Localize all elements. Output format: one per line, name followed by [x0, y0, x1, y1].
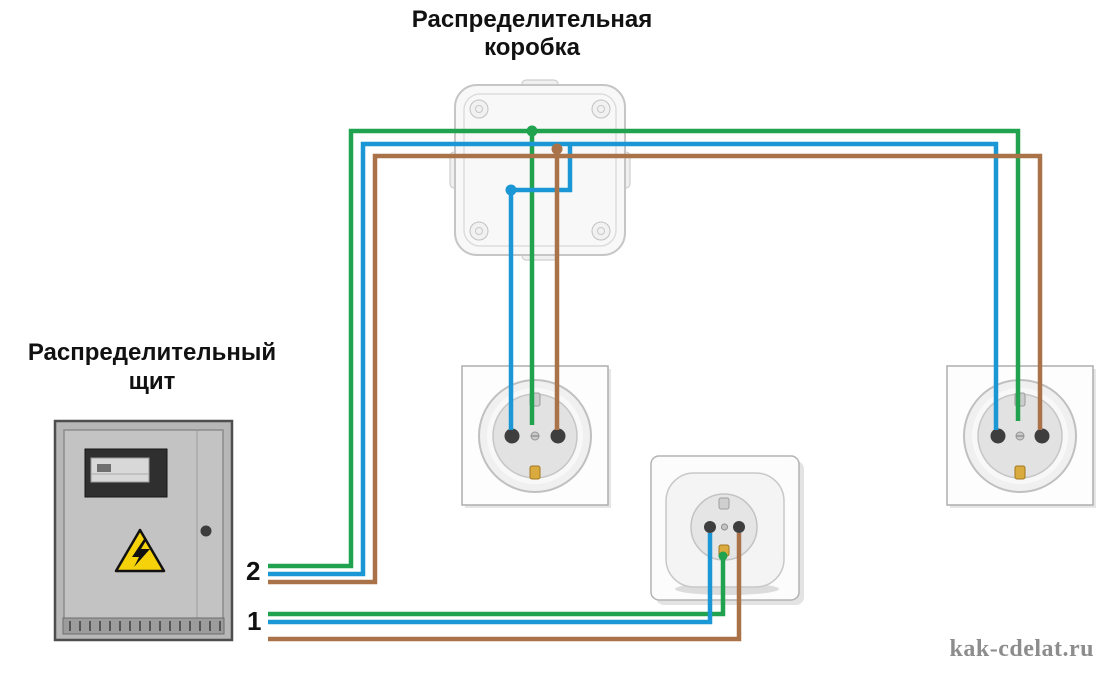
junction-box-title-line2: коробка	[484, 34, 580, 61]
junction-dot-ground	[526, 125, 538, 137]
ground-clip-bottom	[529, 465, 541, 480]
phase-wire-main-run	[268, 153, 1043, 585]
run-label-2: 2	[246, 556, 261, 586]
junction-box	[449, 79, 631, 261]
distribution-panel	[53, 419, 234, 642]
socket-bottom	[650, 455, 804, 605]
junction-box-title: Распределительная коробка	[352, 6, 712, 62]
junction-box-screw-slot	[475, 227, 483, 235]
breaker-switch	[97, 464, 111, 472]
socket-right	[946, 365, 1096, 508]
socket-hole-right	[1034, 428, 1050, 444]
site-watermark: kak-cdelat.ru	[949, 636, 1094, 662]
lightning-bolt-icon	[132, 539, 150, 567]
junction-box-body	[454, 84, 626, 256]
neutral-wire-branch-middle-socket	[508, 144, 573, 430]
phase-wire-run1	[268, 533, 742, 642]
neutral-wires	[268, 141, 999, 625]
distribution-panel-label-line1: Распределительный	[27, 339, 277, 366]
ground-wire-run1	[268, 556, 726, 617]
junction-box-screw-slot	[597, 227, 605, 235]
junction-box-screw-slot	[597, 105, 605, 113]
ground-clip-bottom	[1014, 465, 1026, 480]
distribution-panel-label-line2: щит	[128, 368, 176, 395]
junction-dot-neutral	[505, 184, 517, 196]
neutral-wire-run1	[268, 533, 713, 625]
ground-clip-top	[718, 497, 730, 510]
panel-vent-grille	[62, 617, 225, 635]
distribution-panel-label: Распределительный щит	[20, 338, 284, 396]
socket-middle	[461, 365, 611, 508]
ground-wire-main-run	[268, 128, 1021, 569]
junction-box-screw	[591, 99, 611, 119]
high-voltage-warning-icon	[114, 528, 166, 573]
junction-box-screw	[469, 221, 489, 241]
run-label-1: 1	[247, 606, 262, 636]
junction-dots	[505, 125, 728, 561]
ground-wires	[268, 128, 1021, 617]
socket-hole-left	[990, 428, 1006, 444]
socket-hole-right	[550, 428, 566, 444]
panel-lock-knob	[200, 525, 212, 537]
socket-hole-left	[704, 521, 716, 533]
junction-box-screw-slot	[475, 105, 483, 113]
socket-hole-left	[504, 428, 520, 444]
phase-wires	[268, 149, 1043, 642]
junction-dot-phase	[551, 143, 563, 155]
junction-box-screw	[591, 221, 611, 241]
ground-terminal-dot-bottom-socket	[718, 551, 728, 561]
junction-box-lid-line	[463, 93, 617, 247]
socket-center-screw	[721, 523, 728, 531]
socket-hole-right	[733, 521, 745, 533]
junction-box-screw	[469, 99, 489, 119]
neutral-wire-main-run	[268, 141, 999, 577]
panel-vent-slots	[69, 621, 221, 631]
junction-box-title-line1: Распределительная	[411, 6, 653, 33]
